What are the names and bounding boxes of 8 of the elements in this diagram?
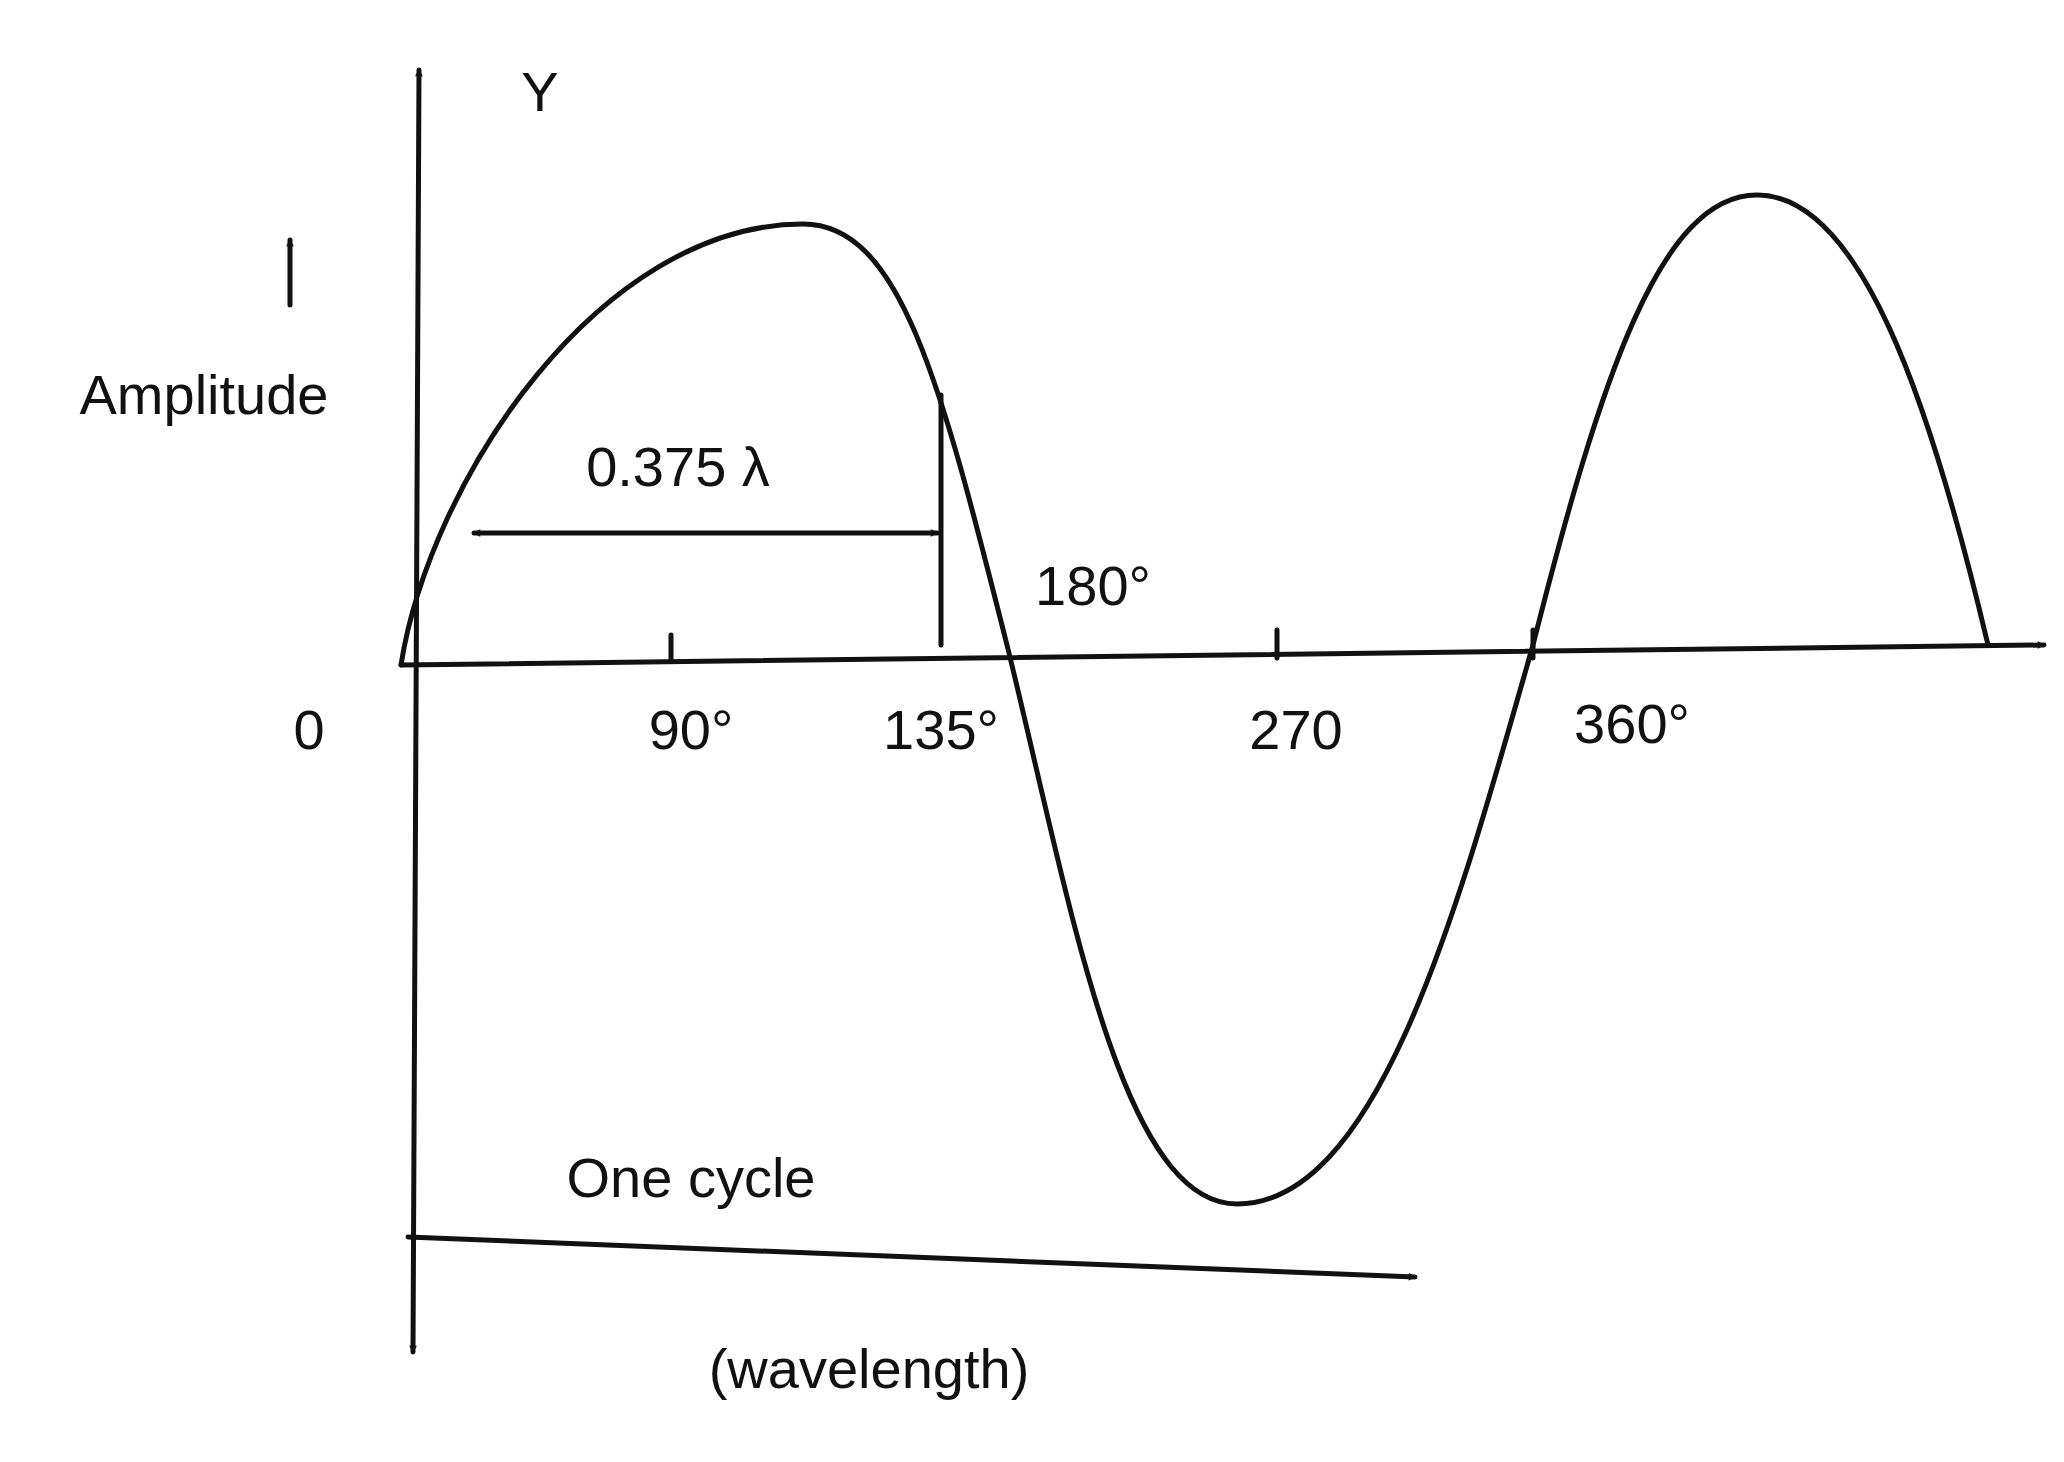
tick-label: 270 [1249,702,1343,758]
tick-label: 180° [1035,558,1151,614]
tick-label: 360° [1574,696,1690,752]
tick-label: 0 [293,702,325,758]
tick-label: 90° [648,702,734,758]
tick-label: 135° [883,702,999,758]
dimension-label: 0.375 λ [586,439,770,495]
axis-label: Y [521,64,559,120]
